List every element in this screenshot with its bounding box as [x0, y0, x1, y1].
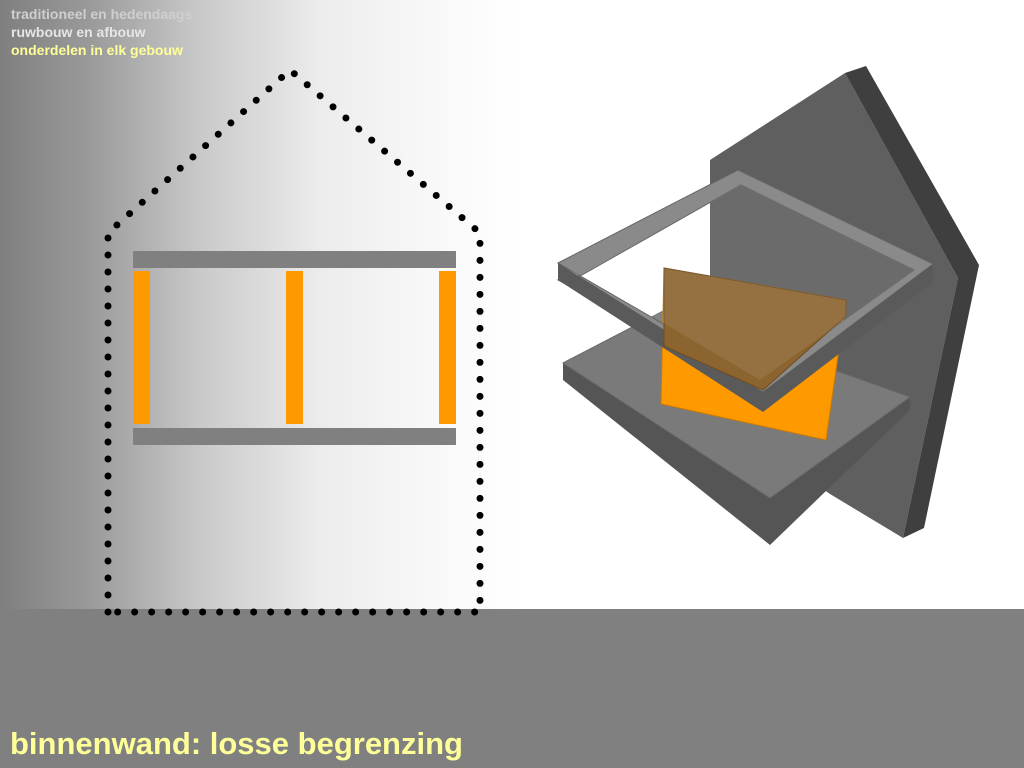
left-inner-wall: [133, 271, 150, 424]
upper-slab-opening: [582, 185, 914, 380]
back-wall-edge: [845, 66, 979, 538]
lower-slab-side: [563, 363, 910, 545]
background-gradient: [0, 0, 520, 610]
floor-band: [0, 609, 1024, 768]
breadcrumb-level-3: onderdelen in elk gebouw: [11, 42, 183, 58]
lower-floor-slab: [133, 428, 456, 445]
slide-title: binnenwand: losse begrenzing: [10, 726, 463, 761]
upper-floor-slab: [133, 251, 456, 268]
dotted-house-outline-icon: [104, 65, 484, 616]
orange-wall-through-slab: [663, 267, 847, 391]
breadcrumb-level-2: ruwbouw en afbouw: [11, 24, 146, 40]
middle-inner-wall: [286, 271, 303, 424]
breadcrumb-level-1: traditioneel en hedendaags: [11, 6, 193, 22]
right-inner-wall: [439, 271, 456, 424]
